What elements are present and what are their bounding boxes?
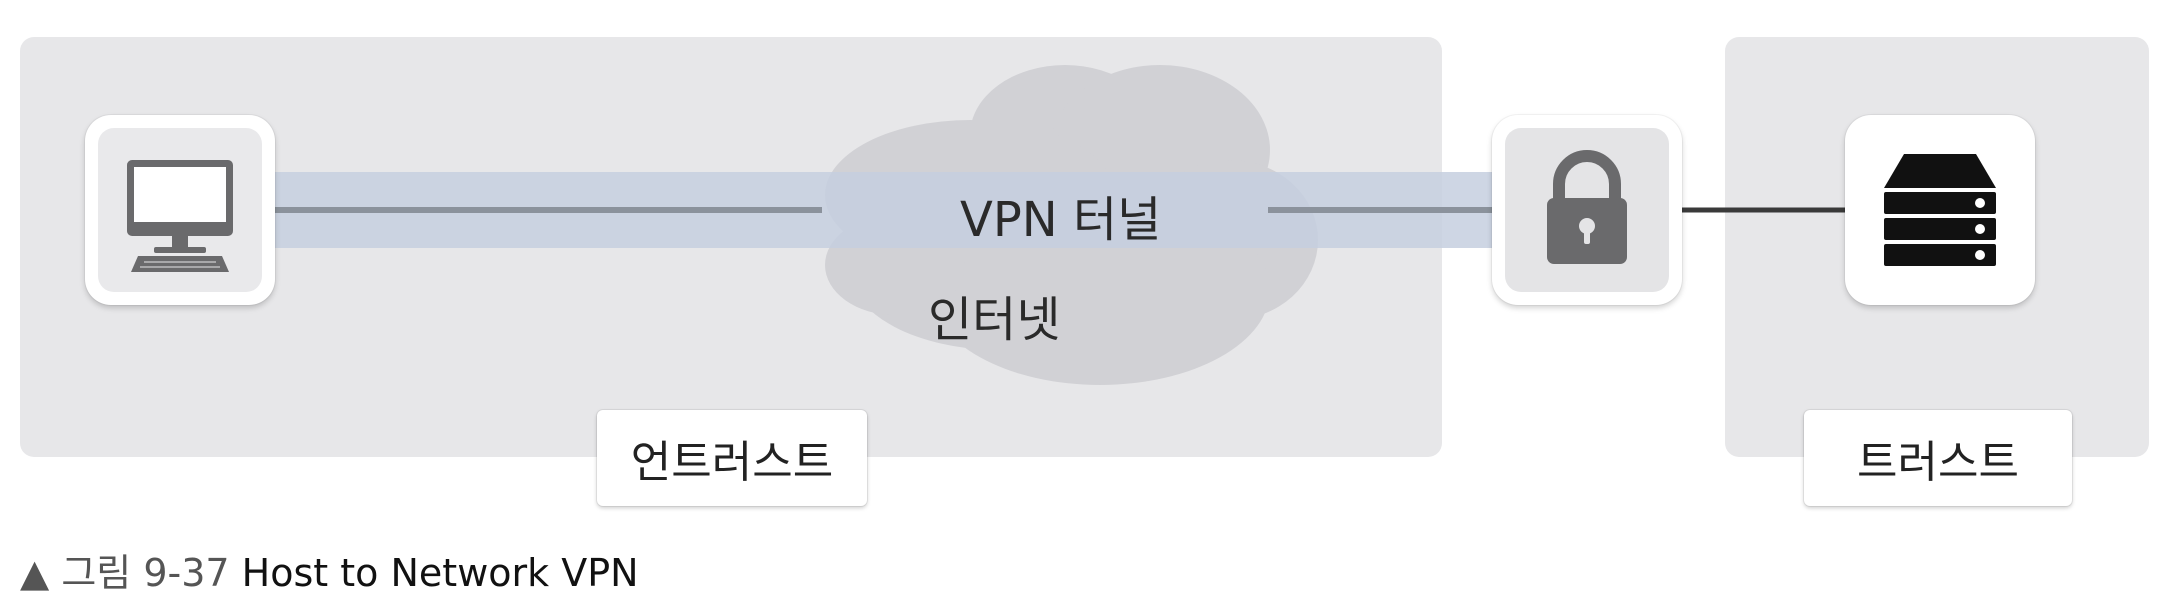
vpn-gateway-node: [1492, 115, 1682, 305]
server-node-inner: [1858, 128, 2022, 292]
caption-figure-number: 그림 9-37: [61, 551, 230, 595]
client-node: [85, 115, 275, 305]
client-node-inner: [98, 128, 262, 292]
server-stack-icon: [1884, 154, 1996, 266]
figure-caption: ▲ 그림 9-37 Host to Network VPN: [20, 542, 639, 597]
caption-title: Host to Network VPN: [241, 551, 639, 595]
desktop-computer-icon: [127, 160, 233, 272]
vpn-gateway-node-inner: [1505, 128, 1669, 292]
server-node: [1845, 115, 2035, 305]
untrusted-zone-label: 언트러스트: [597, 410, 867, 506]
internet-label: 인터넷: [928, 292, 1061, 348]
caption-marker: ▲: [20, 551, 50, 595]
padlock-icon: [1547, 150, 1627, 264]
vpn-tunnel-label: VPN 터널: [960, 192, 1162, 248]
trusted-zone-label: 트러스트: [1804, 410, 2072, 506]
